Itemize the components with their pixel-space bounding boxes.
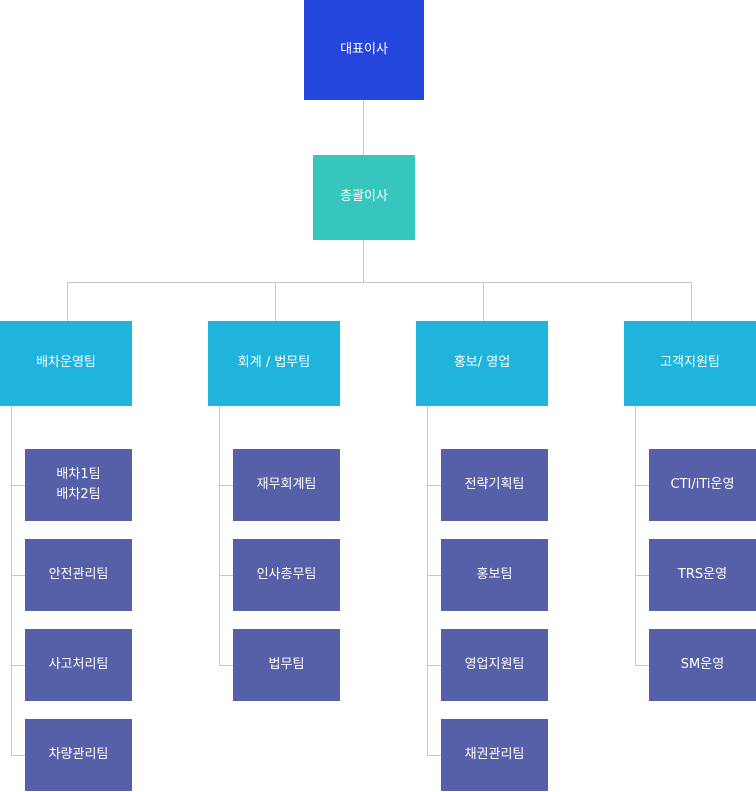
team-label: 전략기획팀 [464, 476, 525, 492]
team-box: CTI/iTi운영 [649, 449, 756, 521]
team-box: 영업지원팀 [441, 629, 548, 701]
connector-line [67, 282, 691, 283]
division-box: 홍보/ 영업 [416, 321, 548, 406]
connector-line [635, 665, 649, 666]
team-box: SM운영 [649, 629, 756, 701]
director-label: 총괄이사 [340, 189, 388, 205]
connector-line [67, 282, 68, 321]
team-label: 인사총무팀 [256, 566, 317, 582]
connector-line [635, 485, 649, 486]
team-label: 재무회계팀 [256, 476, 317, 492]
team-box: 홍보팀 [441, 539, 548, 611]
connector-line [635, 406, 636, 666]
team-label: 채권관리팀 [464, 746, 525, 762]
team-box: 인사총무팀 [233, 539, 340, 611]
team-label: 법무팀 [268, 656, 305, 672]
connector-line [219, 406, 220, 666]
team-box: 차량관리팀 [25, 719, 132, 791]
connector-line [691, 282, 692, 321]
connector-line [427, 406, 428, 756]
team-label: 사고처리팀 [48, 656, 109, 672]
team-box: TRS운영 [649, 539, 756, 611]
connector-line [427, 755, 441, 756]
connector-line [219, 665, 233, 666]
team-box: 재무회계팀 [233, 449, 340, 521]
director-box: 총괄이사 [313, 155, 415, 240]
team-label: 배차2팀 [56, 487, 101, 502]
connector-line [219, 575, 233, 576]
connector-line [219, 485, 233, 486]
team-label: 영업지원팀 [464, 656, 525, 672]
team-label: CTI/iTi운영 [670, 476, 735, 492]
connector-line [11, 406, 12, 756]
division-label: 고객지원팀 [660, 355, 720, 371]
ceo-label: 대표이사 [340, 41, 388, 57]
connector-line [11, 575, 25, 576]
division-label: 회계 / 법무팀 [237, 355, 311, 371]
team-box: 전략기획팀 [441, 449, 548, 521]
team-box: 법무팀 [233, 629, 340, 701]
division-box: 배차운영팀 [0, 321, 132, 406]
division-box: 고객지원팀 [624, 321, 756, 406]
connector-line [635, 575, 649, 576]
team-box: 사고처리팀 [25, 629, 132, 701]
team-label: 안전관리팀 [48, 566, 109, 582]
connector-line [363, 100, 364, 155]
connector-line [427, 665, 441, 666]
connector-line [11, 485, 25, 486]
connector-line [275, 282, 276, 321]
division-label: 배차운영팀 [36, 355, 96, 371]
connector-line [363, 240, 364, 282]
team-label: 배차1팀 [56, 466, 101, 482]
connector-line [11, 665, 25, 666]
connector-line [483, 282, 484, 321]
ceo-box: 대표이사 [304, 0, 424, 100]
team-label: TRS운영 [677, 566, 728, 582]
division-box: 회계 / 법무팀 [208, 321, 340, 406]
team-label: 홍보팀 [476, 566, 513, 582]
team-label: SM운영 [680, 656, 725, 672]
connector-line [427, 575, 441, 576]
team-box: 안전관리팀 [25, 539, 132, 611]
team-box: 채권관리팀 [441, 719, 548, 791]
division-label: 홍보/ 영업 [453, 355, 511, 371]
connector-line [427, 485, 441, 486]
team-label: 차량관리팀 [48, 746, 109, 762]
connector-line [11, 755, 25, 756]
